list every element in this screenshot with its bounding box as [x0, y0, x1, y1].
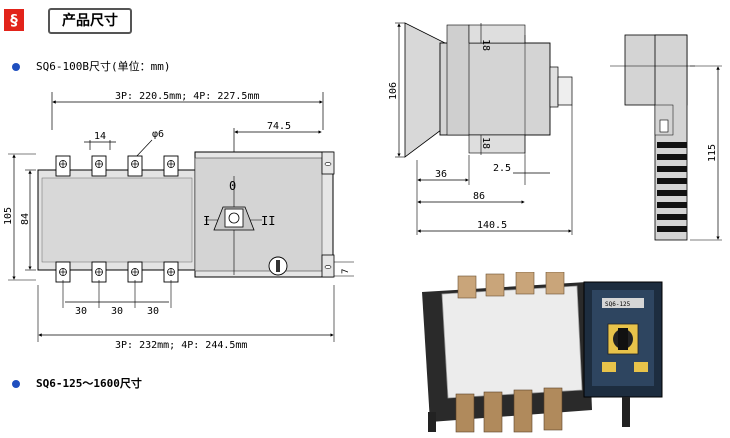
- dim-pitch-3: 30: [147, 306, 159, 317]
- dim-side-mid: 18: [480, 137, 491, 149]
- end-view-drawing: 115: [610, 34, 722, 241]
- pos-one-label: I: [203, 214, 210, 228]
- dim-height-outer: 105: [3, 207, 14, 225]
- bullet-icon: [12, 63, 20, 71]
- front-view-drawing: 3P: 220.5mm; 4P: 227.5mm 14 φ6 74.5: [3, 91, 354, 351]
- section-label-sq6-100b: SQ6-100B尺寸(单位：mm): [36, 60, 171, 73]
- dim-side-height: 106: [388, 82, 399, 100]
- pos-zero-label: 0: [229, 179, 236, 193]
- dim-side-2-5: 2.5: [493, 163, 511, 174]
- bullet-icon: [12, 380, 20, 388]
- product-photo: SQ6-125: [412, 272, 670, 436]
- dim-handle-offset: 74.5: [267, 121, 291, 132]
- dim-hole-dia: φ6: [152, 129, 164, 140]
- section-badge: §: [4, 9, 24, 31]
- photo-label-plate: SQ6-125: [605, 301, 631, 308]
- dim-side-86: 86: [473, 191, 485, 202]
- section-label-sq6-125-1600: SQ6-125～1600尺寸: [36, 377, 142, 390]
- dim-pitch-2: 30: [111, 306, 123, 317]
- dim-side-140-5: 140.5: [477, 220, 507, 231]
- dim-side-36: 36: [435, 169, 447, 180]
- dim-pitch-1: 30: [75, 306, 87, 317]
- dim-foot-height: 7: [341, 269, 351, 274]
- dim-height-inner: 84: [20, 213, 31, 225]
- page-title: 产品尺寸: [48, 8, 132, 34]
- pos-two-label: II: [261, 214, 275, 228]
- dim-bottom-width: 3P: 232mm; 4P: 244.5mm: [115, 340, 247, 351]
- dim-terminal-width: 14: [94, 131, 106, 142]
- dim-end-height: 115: [707, 144, 718, 162]
- dim-side-top: 18: [480, 39, 491, 51]
- side-view-drawing: 18 18 106 36 2.5 86 140.5: [388, 22, 573, 235]
- dim-top-width: 3P: 220.5mm; 4P: 227.5mm: [115, 91, 260, 102]
